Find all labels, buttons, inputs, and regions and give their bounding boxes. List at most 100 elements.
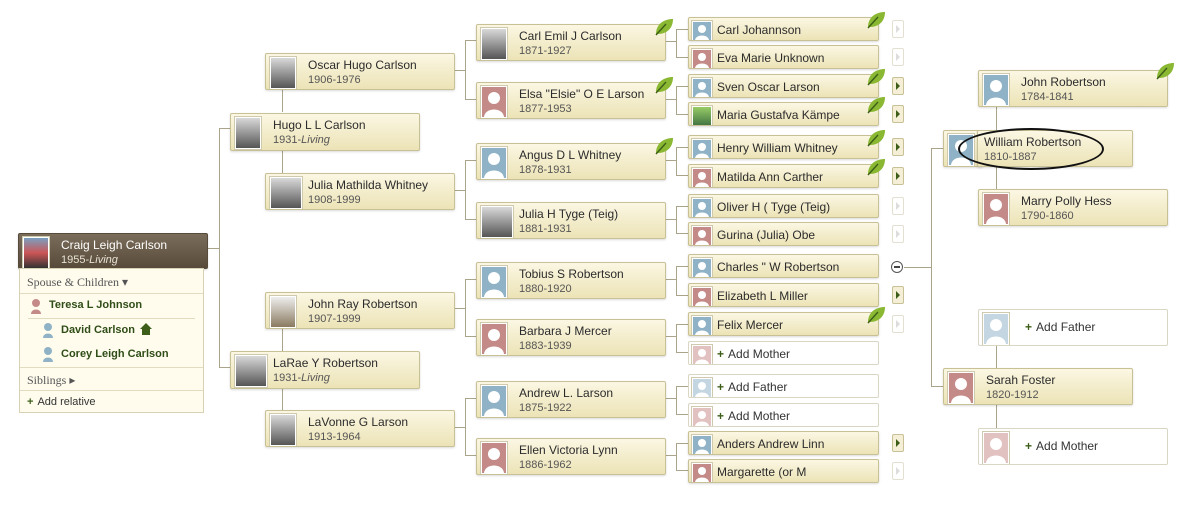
expand-arrow-button[interactable] xyxy=(892,225,904,243)
male-silhouette-icon xyxy=(692,198,712,217)
female-silhouette-icon xyxy=(692,345,712,364)
person-photo xyxy=(23,237,49,268)
person-dates: 1908-1999 xyxy=(308,194,361,206)
hint-leaf-icon[interactable] xyxy=(866,96,886,114)
child-link-corey[interactable]: Corey Leigh Carlson xyxy=(61,348,169,360)
expand-arrow-button[interactable] xyxy=(892,434,904,452)
expand-arrow-button[interactable] xyxy=(892,105,904,123)
person-name: Henry William Whitney xyxy=(717,141,838,155)
person-dates: 1820-1912 xyxy=(986,389,1039,401)
female-silhouette-icon xyxy=(983,193,1009,225)
expand-arrow-button[interactable] xyxy=(892,286,904,304)
hint-leaf-icon[interactable] xyxy=(654,76,674,94)
female-silhouette-icon xyxy=(692,287,712,306)
person-name: Sven Oscar Larson xyxy=(717,80,820,94)
person-photo xyxy=(235,117,261,149)
hint-leaf-icon[interactable] xyxy=(866,11,886,29)
person-card[interactable]: Carl Emil J Carlson 1871-1927 xyxy=(476,24,666,61)
person-card[interactable]: Elizabeth L Miller xyxy=(688,283,879,307)
person-card[interactable]: Elsa "Elsie" O E Larson 1877-1953 xyxy=(476,82,666,119)
hint-leaf-icon[interactable] xyxy=(866,158,886,176)
person-name: John Ray Robertson xyxy=(308,297,418,311)
add-relative-link[interactable]: +Add relative xyxy=(27,396,96,408)
female-silhouette-icon xyxy=(692,226,712,245)
spouse-children-toggle[interactable]: Spouse & Children ▾ xyxy=(27,275,129,289)
person-dates: 1878-1931 xyxy=(519,164,572,176)
female-silhouette-icon xyxy=(692,168,712,187)
plus-icon: + xyxy=(1025,439,1033,453)
person-card[interactable]: Charles " W Robertson xyxy=(688,254,879,278)
add-father-button[interactable]: +Add Father xyxy=(688,374,879,398)
person-name: Margarette (or M xyxy=(717,465,807,479)
person-card[interactable]: Gurina (Julia) Obe xyxy=(688,222,879,246)
person-name: Gurina (Julia) Obe xyxy=(717,228,816,242)
person-card[interactable]: Felix Mercer xyxy=(688,312,879,336)
siblings-toggle[interactable]: Siblings ▸ xyxy=(27,373,76,387)
hint-leaf-icon[interactable] xyxy=(654,18,674,36)
person-card[interactable]: Ellen Victoria Lynn 1886-1962 xyxy=(476,438,666,475)
hint-leaf-icon[interactable] xyxy=(866,129,886,147)
person-card[interactable]: John Robertson 1784-1841 xyxy=(978,70,1168,107)
person-card[interactable]: Oliver H ( Tyge (Teig) xyxy=(688,194,879,218)
person-photo xyxy=(692,106,712,125)
add-father-button[interactable]: +Add Father xyxy=(978,309,1168,346)
person-card[interactable]: Henry William Whitney xyxy=(688,135,879,159)
person-name: Oscar Hugo Carlson xyxy=(308,58,417,72)
focus-person-card[interactable]: Craig Leigh Carlson 1955-Living xyxy=(18,233,208,269)
person-card[interactable]: Marry Polly Hess 1790-1860 xyxy=(978,189,1168,226)
hint-leaf-icon[interactable] xyxy=(866,68,886,86)
person-photo xyxy=(270,177,302,209)
male-silhouette-icon xyxy=(983,74,1009,106)
person-card[interactable]: Maria Gustafva Kämpe xyxy=(688,102,879,126)
person-card[interactable]: Hugo L L Carlson 1931-Living xyxy=(230,113,420,151)
person-card[interactable]: Eva Marie Unknown xyxy=(688,45,879,69)
female-silhouette-icon xyxy=(692,463,712,482)
person-card[interactable]: Anders Andrew Linn xyxy=(688,431,879,455)
person-card[interactable]: Oscar Hugo Carlson 1906-1976 xyxy=(265,53,455,90)
person-card[interactable]: Andrew L. Larson 1875-1922 xyxy=(476,381,666,418)
person-card[interactable]: Barbara J Mercer 1883-1939 xyxy=(476,319,666,356)
add-mother-button[interactable]: +Add Mother xyxy=(688,341,879,365)
person-photo xyxy=(481,28,507,60)
expand-arrow-button[interactable] xyxy=(892,20,904,38)
expand-arrow-button[interactable] xyxy=(892,315,904,333)
person-card[interactable]: Julia H Tyge (Teig) 1881-1931 xyxy=(476,202,666,239)
person-card[interactable]: LaRae Y Robertson 1931-Living xyxy=(230,351,420,389)
person-name: Craig Leigh Carlson xyxy=(61,238,168,252)
plus-icon: + xyxy=(27,396,34,408)
male-silhouette-icon xyxy=(983,313,1009,345)
add-mother-button[interactable]: +Add Mother xyxy=(978,428,1168,465)
person-name: Carl Johannson xyxy=(717,23,802,37)
person-card[interactable]: Matilda Ann Carther xyxy=(688,164,879,188)
hint-leaf-icon[interactable] xyxy=(654,137,674,155)
hint-leaf-icon[interactable] xyxy=(1155,62,1175,80)
expand-arrow-button[interactable] xyxy=(892,197,904,215)
spouse-link[interactable]: Teresa L Johnson xyxy=(49,299,143,311)
person-card[interactable]: Angus D L Whitney 1878-1931 xyxy=(476,143,666,180)
female-silhouette-icon xyxy=(31,299,41,314)
expand-arrow-button[interactable] xyxy=(892,48,904,66)
person-name: Hugo L L Carlson xyxy=(273,118,366,132)
expand-arrow-button[interactable] xyxy=(892,462,904,480)
person-card[interactable]: LaVonne G Larson 1913-1964 xyxy=(265,410,455,447)
male-silhouette-icon xyxy=(692,316,712,335)
person-card[interactable]: Sven Oscar Larson xyxy=(688,74,879,98)
person-card[interactable]: John Ray Robertson 1907-1999 xyxy=(265,292,455,329)
person-card[interactable]: Margarette (or M xyxy=(688,459,879,483)
add-mother-button[interactable]: +Add Mother xyxy=(688,403,879,427)
expand-arrow-button[interactable] xyxy=(892,138,904,156)
person-card[interactable]: Julia Mathilda Whitney 1908-1999 xyxy=(265,173,455,210)
person-name: Charles " W Robertson xyxy=(717,260,840,274)
collapse-button[interactable] xyxy=(891,261,903,273)
person-card[interactable]: Sarah Foster 1820-1912 xyxy=(943,368,1133,405)
person-name: Angus D L Whitney xyxy=(519,148,622,162)
person-card[interactable]: Carl Johannson xyxy=(688,17,879,41)
hint-leaf-icon[interactable] xyxy=(866,306,886,324)
child-link-david[interactable]: David Carlson xyxy=(61,324,135,336)
expand-arrow-button[interactable] xyxy=(892,77,904,95)
person-card[interactable]: Tobius S Robertson 1880-1920 xyxy=(476,262,666,299)
person-name: Julia Mathilda Whitney xyxy=(308,178,429,192)
plus-icon: + xyxy=(717,409,725,423)
person-name: Elizabeth L Miller xyxy=(717,289,808,303)
expand-arrow-button[interactable] xyxy=(892,167,904,185)
